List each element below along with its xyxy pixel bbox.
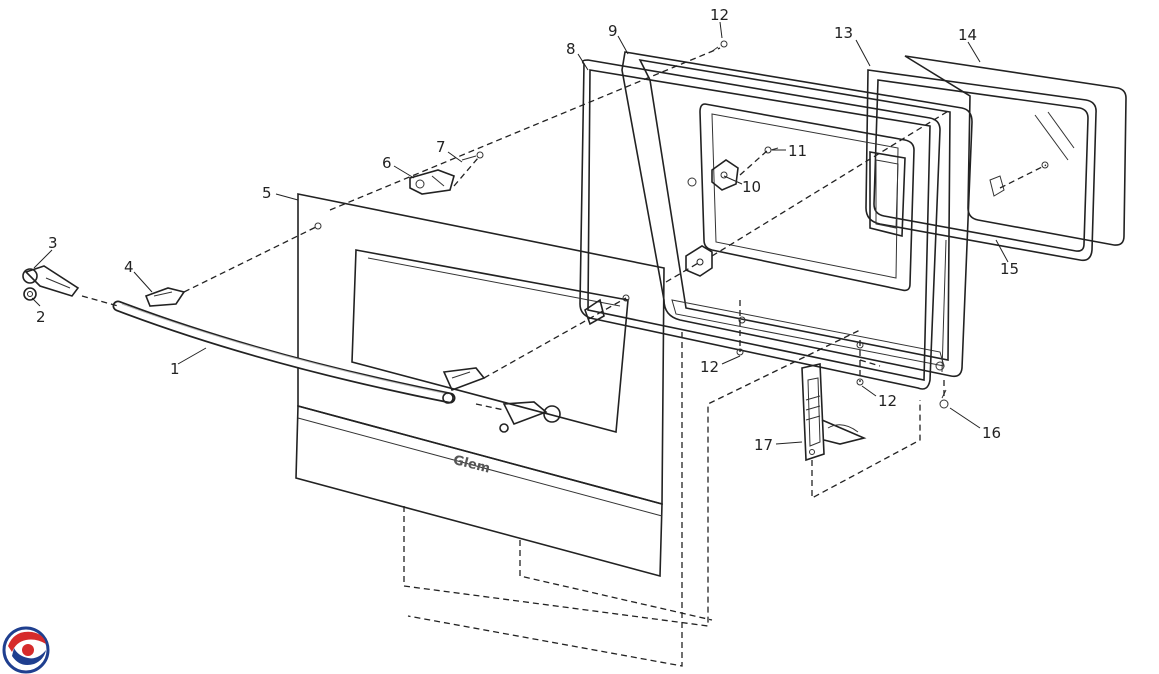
label-part-16: 16 [982, 424, 1001, 442]
top-bracket-part-6 [409, 169, 455, 195]
label-part-4: 4 [124, 258, 134, 276]
label-part-12-right: 12 [878, 392, 897, 410]
corner-logo [2, 626, 50, 674]
label-part-11: 11 [788, 142, 807, 160]
label-part-9: 9 [608, 22, 618, 40]
gasket-seal-part-8 [579, 59, 941, 390]
label-part-5: 5 [262, 184, 272, 202]
end-cap-part-4 [144, 287, 186, 307]
label-part-17: 17 [754, 436, 773, 454]
label-part-2: 2 [36, 308, 46, 326]
door-front-part-5: Glem [295, 193, 665, 578]
label-part-6: 6 [382, 154, 392, 172]
handle-bar-part-1 [112, 300, 456, 404]
label-part-12-mid: 12 [700, 358, 719, 376]
screw-part-12-right [856, 378, 864, 386]
handle-support-right [442, 392, 561, 433]
label-part-1: 1 [170, 360, 180, 378]
handle-bracket-part-3 [22, 265, 80, 297]
leader-lines [31, 21, 1009, 445]
rear-glass-part-14 [904, 55, 1127, 246]
label-part-14: 14 [958, 26, 977, 44]
label-part-10: 10 [742, 178, 761, 196]
washer-part-2 [23, 287, 37, 301]
label-part-15: 15 [1000, 260, 1019, 278]
screw-part-7 [461, 151, 484, 161]
hinge-bracket [685, 245, 713, 277]
label-part-8: 8 [566, 40, 576, 58]
part-labels: 1 2 3 4 5 6 7 8 9 10 11 12 12 12 13 14 1… [36, 6, 1019, 454]
inner-door-panel-part-9 [621, 51, 973, 378]
hinge-plate-part-10 [711, 159, 739, 191]
label-part-13: 13 [834, 24, 853, 42]
handle-support-left [442, 367, 486, 392]
assembly-lines [81, 47, 1047, 667]
hinge-part-17 [801, 363, 867, 462]
screw-part-12-mid [736, 348, 744, 356]
label-part-7: 7 [436, 138, 446, 156]
label-part-3: 3 [48, 234, 58, 252]
label-part-12-top: 12 [710, 6, 729, 24]
